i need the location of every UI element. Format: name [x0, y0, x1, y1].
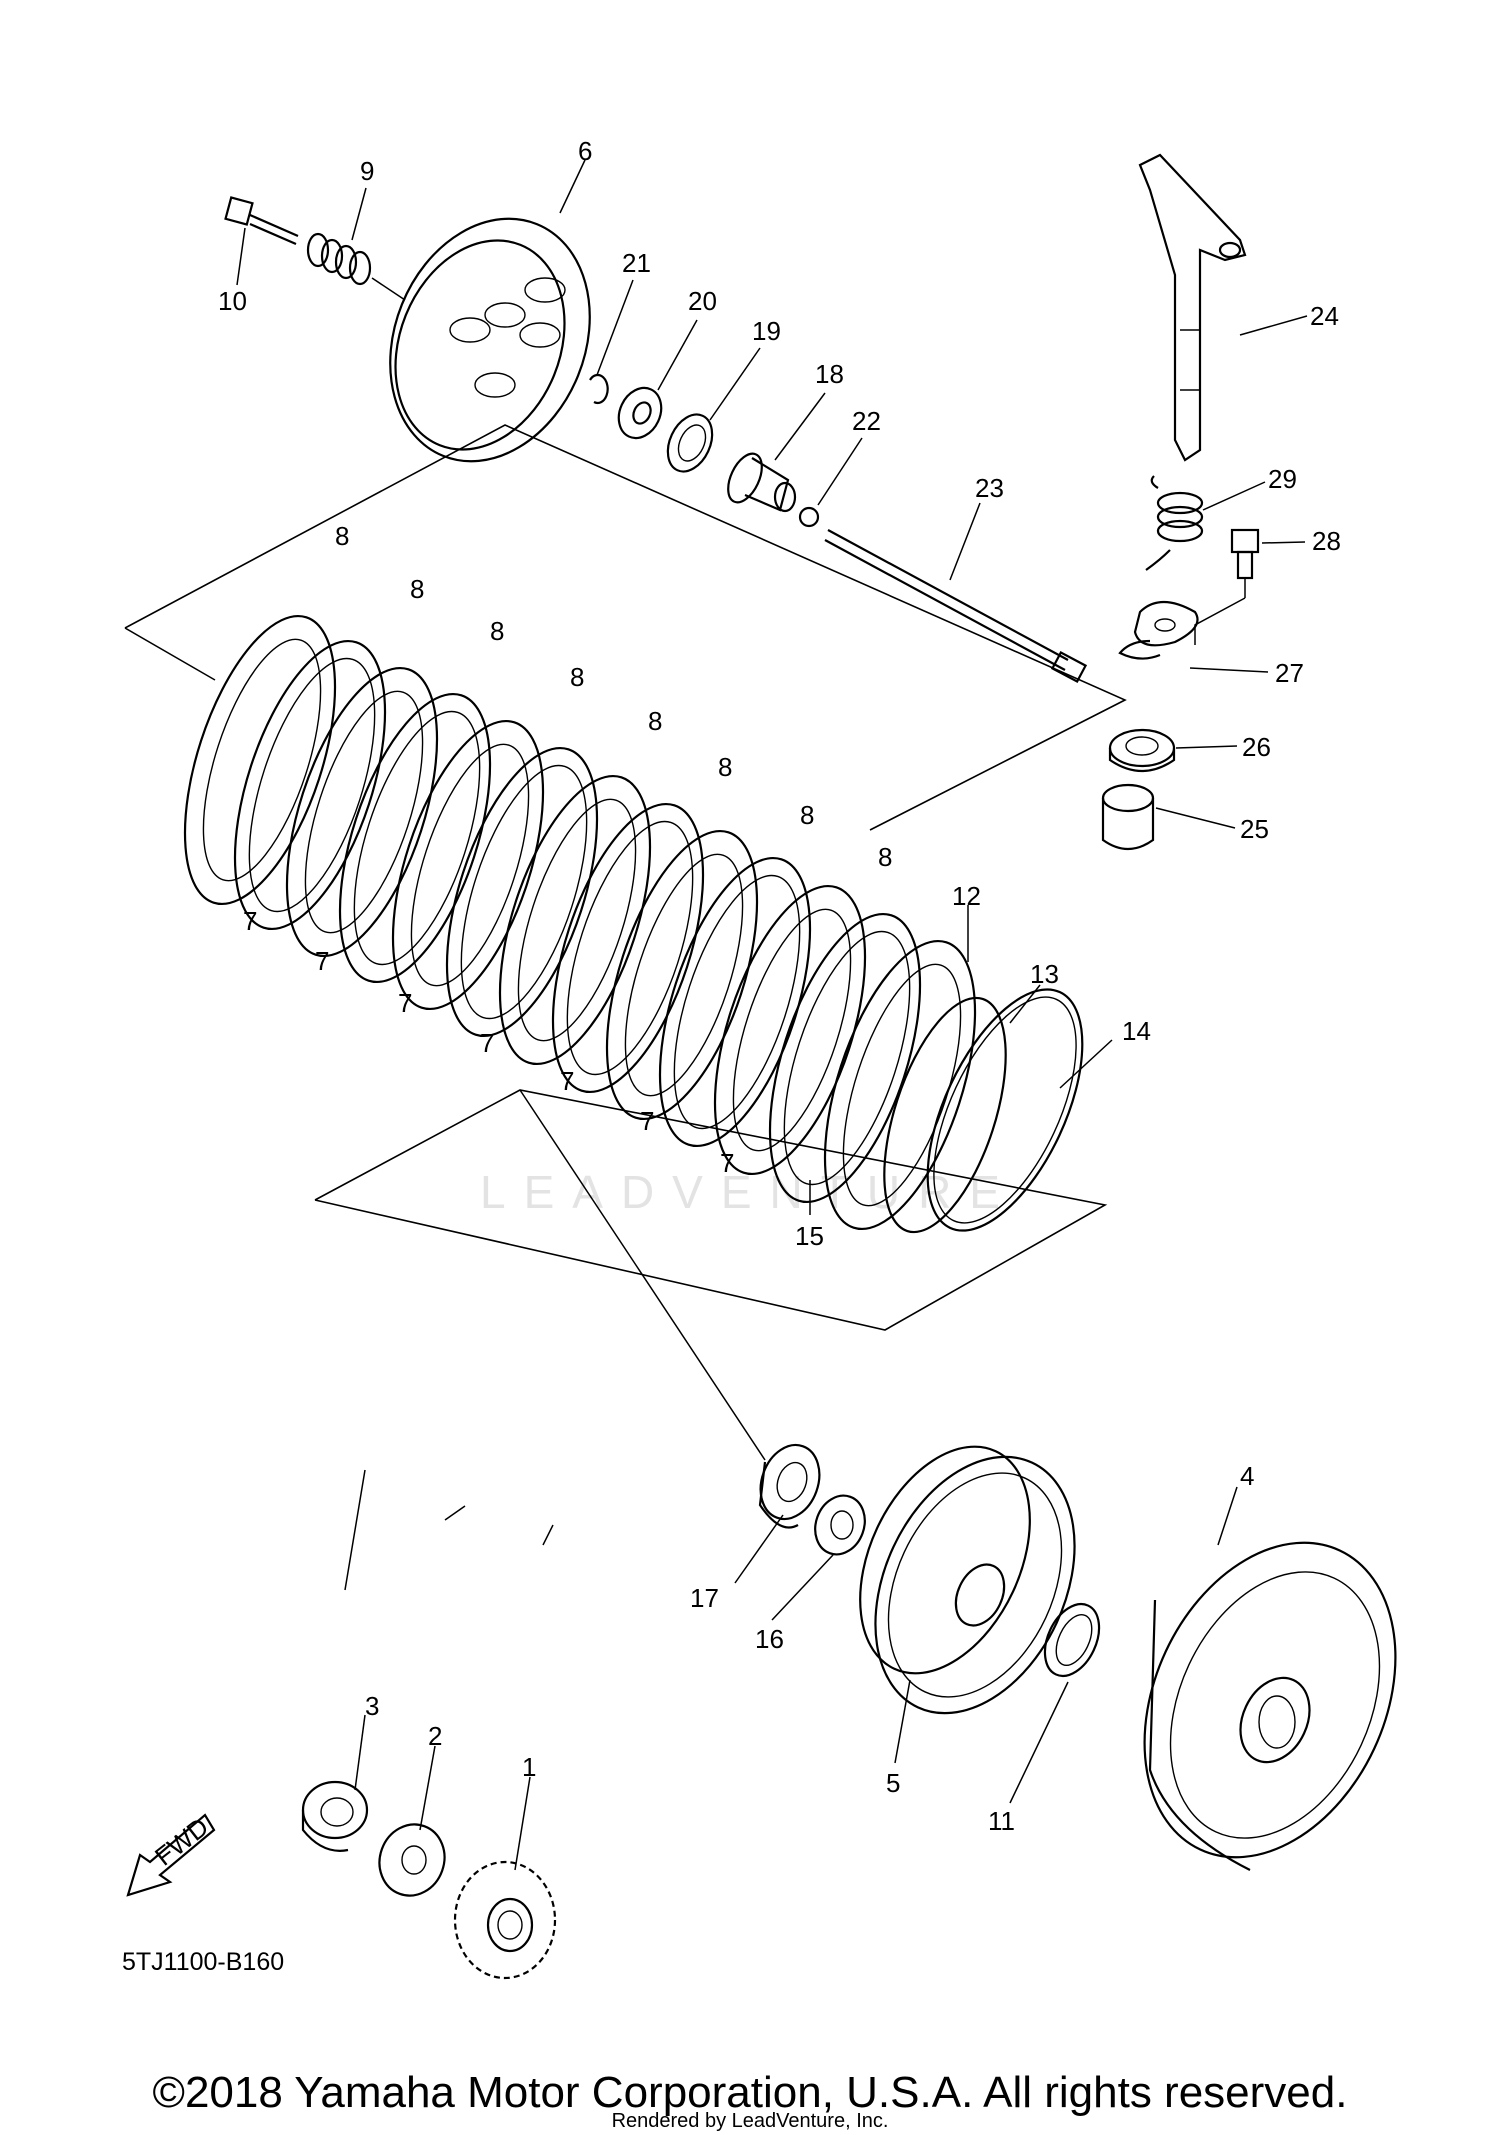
push-rod-23-shape	[824, 529, 1088, 684]
spring-9-shape	[306, 232, 406, 301]
callout-13: 13	[1030, 959, 1059, 989]
callout-3: 3	[365, 1691, 379, 1721]
washer-20-shape	[617, 386, 663, 440]
nut-3-shape	[301, 1780, 369, 1852]
callout-2: 2	[428, 1721, 442, 1751]
callout-8c: 8	[490, 616, 504, 646]
callout-1: 1	[522, 1752, 536, 1782]
callout-15: 15	[795, 1221, 824, 1251]
frame-line-to-hub	[519, 1089, 766, 1461]
callout-12: 12	[952, 881, 981, 911]
callout-7a: 7	[243, 906, 257, 936]
circlip-21-shape	[589, 373, 609, 405]
oil-seal-26-shape	[1108, 728, 1176, 772]
callout-11: 11	[988, 1806, 1015, 1836]
callout-5: 5	[886, 1768, 900, 1798]
callout-23: 23	[975, 473, 1004, 503]
push-rod-18-shape	[727, 452, 797, 513]
plate-pack-frame-bottom	[314, 1089, 1108, 1331]
callout-26: 26	[1242, 732, 1271, 762]
clutch-boss-5-shape	[859, 1445, 1076, 1715]
callout-16: 16	[755, 1624, 784, 1654]
plate-pack-frame-top	[124, 424, 1127, 831]
callout-8e: 8	[648, 706, 662, 736]
callout-20: 20	[688, 286, 717, 316]
watermark-text: LEADVENTURE	[480, 1166, 1018, 1218]
primary-drive-gear-1-shape	[453, 1860, 557, 1980]
callout-6: 6	[578, 136, 592, 166]
spring-13-shape	[883, 996, 1007, 1234]
callout-8g: 8	[800, 800, 814, 830]
bearing-11-shape	[1043, 1602, 1101, 1678]
plate-pack-frame-top-edge	[124, 627, 216, 681]
lock-washer-2-shape	[378, 1823, 446, 1897]
callout-28: 28	[1312, 526, 1341, 556]
callout-8h: 8	[878, 842, 892, 872]
callout-29: 29	[1268, 464, 1297, 494]
callout-7b: 7	[315, 946, 329, 976]
callout-19: 19	[752, 316, 781, 346]
callout-7d: 7	[480, 1028, 494, 1058]
bolt-28-shape	[1194, 528, 1260, 645]
callout-7f: 7	[640, 1106, 654, 1136]
bearing-25-shape	[1101, 783, 1155, 851]
clutch-housing-4-shape	[1143, 1541, 1397, 1871]
callout-8b: 8	[410, 574, 424, 604]
callout-24: 24	[1310, 301, 1339, 331]
callout-9: 9	[360, 156, 374, 186]
callout-8f: 8	[718, 752, 732, 782]
callout-10: 10	[218, 286, 247, 316]
fwd-arrow-icon	[126, 1813, 216, 1897]
callout-4: 4	[1240, 1461, 1254, 1491]
callout-25: 25	[1240, 814, 1269, 844]
callout-8a: 8	[335, 521, 349, 551]
callout-22: 22	[852, 406, 881, 436]
circlip-14-shape	[926, 988, 1084, 1232]
callout-27: 27	[1275, 658, 1304, 688]
spring-29-shape	[1145, 475, 1204, 571]
bolt-10-shape	[224, 196, 299, 246]
fwd-label: FWD	[149, 1812, 214, 1872]
diagram-code: 5TJ1100-B160	[122, 1948, 285, 1976]
clutch-plate-stack	[183, 614, 977, 1231]
callout-7c: 7	[398, 988, 412, 1018]
leader-lines	[236, 159, 1308, 1871]
bearing-19-shape	[666, 413, 714, 473]
callout-8d: 8	[570, 662, 584, 692]
copyright-notice: ©2018 Yamaha Motor Corporation, U.S.A. A…	[152, 2068, 1348, 2117]
rendered-by-notice: Rendered by LeadVenture, Inc.	[611, 2110, 889, 2132]
callout-21: 21	[622, 248, 651, 278]
callout-7e: 7	[560, 1066, 574, 1096]
callout-17: 17	[690, 1583, 719, 1613]
callout-18: 18	[815, 359, 844, 389]
lock-washer-16-shape	[814, 1494, 866, 1556]
push-lever-shaft-24-shape	[1138, 153, 1247, 462]
plate-27-shape	[1118, 601, 1199, 660]
ball-22-shape	[798, 506, 820, 528]
callout-7g: 7	[720, 1148, 734, 1178]
pressure-plate-6-shape	[389, 217, 591, 463]
callout-14: 14	[1122, 1016, 1151, 1046]
